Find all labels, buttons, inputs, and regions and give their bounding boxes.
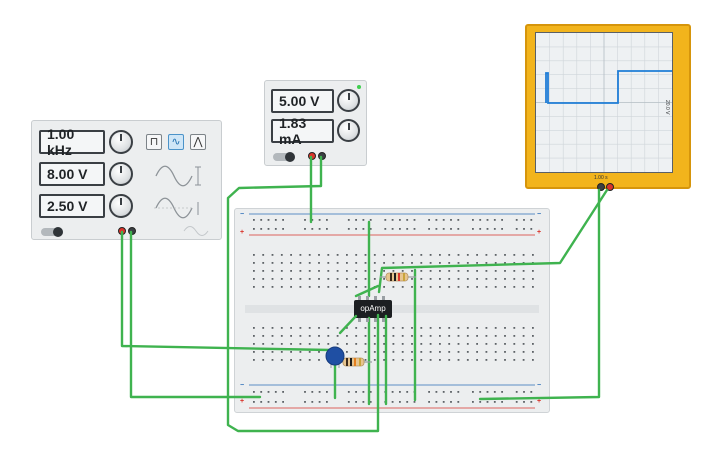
voltage-display: 5.00 V — [271, 89, 334, 113]
power-supply: 5.00 V 1.83 mA — [264, 80, 367, 166]
offset-knob[interactable] — [109, 194, 133, 218]
function-generator-positive-terminal[interactable] — [118, 227, 126, 235]
offset-display: 2.50 V — [39, 194, 105, 218]
function-generator: 1.00 kHz 8.00 V 2.50 V ⊓ ∿ ⋀ — [31, 120, 222, 240]
current-knob[interactable] — [337, 119, 360, 142]
offset-wave-icon — [154, 197, 199, 219]
bottom-rail-plus-right: + — [537, 398, 542, 405]
amplitude-wave-icon — [155, 165, 201, 187]
top-rail-minus-left: − — [240, 211, 245, 218]
function-generator-negative-terminal[interactable] — [128, 227, 136, 235]
op-amp-chip[interactable]: opAmp — [354, 300, 392, 318]
triangle-wave-button[interactable]: ⋀ — [190, 134, 206, 150]
top-rail-minus-right: − — [537, 211, 542, 218]
oscilloscope-positive-terminal[interactable] — [606, 183, 614, 191]
frequency-display: 1.00 kHz — [39, 126, 105, 158]
oscilloscope-screen — [535, 32, 673, 173]
bottom-rail-minus-left: − — [240, 382, 245, 389]
sine-wave-button[interactable]: ∿ — [168, 134, 184, 150]
bottom-rail-plus-left: + — [240, 398, 245, 405]
oscilloscope: 20.0 V 1.00 s — [525, 24, 691, 191]
oscilloscope-trace — [545, 70, 672, 104]
breadboard-holes — [245, 213, 539, 409]
amplitude-display: 8.00 V — [39, 162, 105, 186]
function-generator-logo — [183, 226, 209, 236]
volts-per-div-label: 20.0 V — [664, 100, 670, 115]
power-indicator-led — [357, 85, 361, 89]
oscilloscope-grid — [536, 33, 672, 172]
top-rail-plus-left: + — [240, 229, 245, 236]
power-supply-positive-terminal[interactable] — [308, 152, 316, 160]
time-per-div-label: 1.00 s — [594, 175, 608, 181]
square-wave-button[interactable]: ⊓ — [146, 134, 162, 150]
function-generator-power-toggle[interactable] — [41, 227, 63, 237]
frequency-knob[interactable] — [109, 130, 133, 154]
oscilloscope-negative-terminal[interactable] — [597, 183, 605, 191]
power-supply-negative-terminal[interactable] — [318, 152, 326, 160]
amplitude-knob[interactable] — [109, 162, 133, 186]
power-supply-power-toggle[interactable] — [273, 152, 295, 162]
voltage-knob[interactable] — [337, 89, 360, 112]
breadboard: − + − + − + − + — [234, 208, 550, 413]
current-display: 1.83 mA — [271, 115, 334, 147]
top-rail-plus-right: + — [537, 229, 542, 236]
bottom-rail-minus-right: − — [537, 382, 542, 389]
